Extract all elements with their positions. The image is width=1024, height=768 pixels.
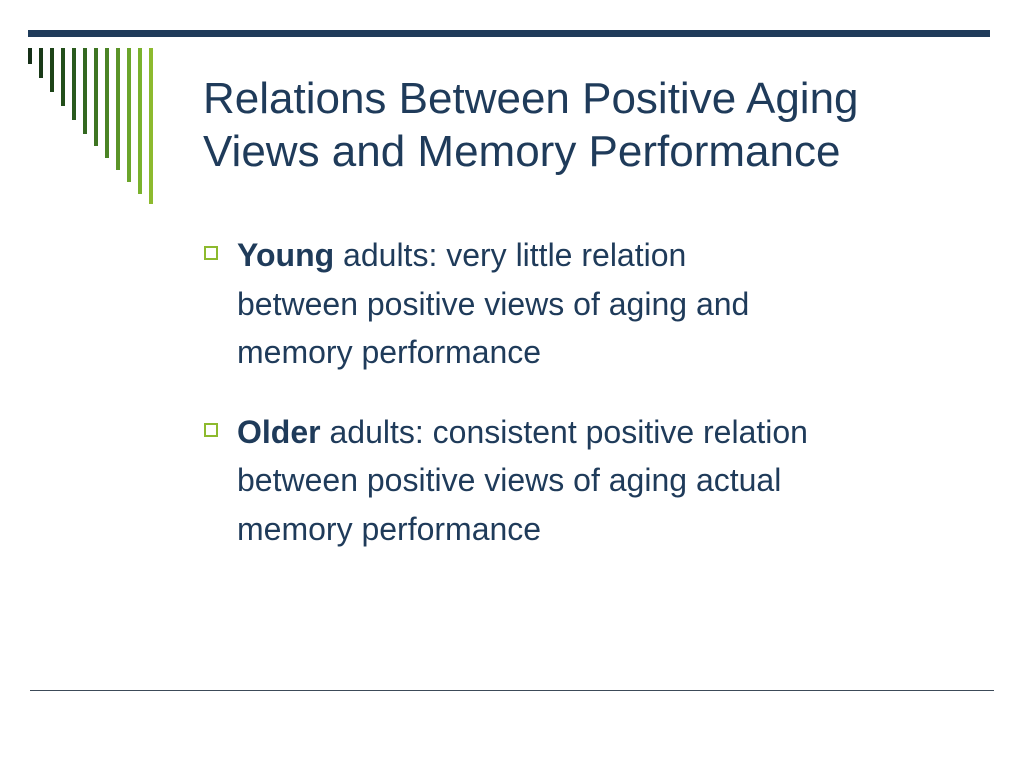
bullet-young-keyword: Young — [237, 237, 335, 273]
bullet-young-text: adults: very little relation — [334, 237, 687, 273]
bullet-young: Young adults: very little relation betwe… — [200, 231, 990, 377]
bullet-list: Young adults: very little relation betwe… — [200, 231, 990, 584]
bullet-older-line-1: Older adults: consistent positive relati… — [237, 408, 990, 457]
stripe-11 — [138, 48, 142, 194]
stripe-6 — [83, 48, 87, 134]
stripe-4 — [61, 48, 65, 106]
bullet-older-text: adults: consistent positive relation — [320, 413, 808, 450]
bottom-rule — [30, 690, 994, 691]
stripe-3 — [50, 48, 54, 92]
stripes-decoration — [28, 48, 168, 208]
stripe-5 — [72, 48, 76, 120]
stripe-1 — [28, 48, 32, 64]
bullet-older: Older adults: consistent positive relati… — [200, 408, 990, 554]
square-bullet-icon — [204, 422, 218, 437]
stripe-9 — [116, 48, 120, 170]
bullet-older-keyword: Older — [237, 413, 321, 450]
bullet-older-line-2: between positive views of aging actual — [237, 462, 782, 498]
stripe-8 — [105, 48, 109, 158]
bullet-young-line-1: Young adults: very little relation — [237, 231, 990, 280]
bullet-older-line-3: memory performance — [237, 510, 542, 547]
stripe-10 — [127, 48, 131, 182]
stripe-2 — [39, 48, 43, 78]
stripe-12 — [149, 48, 153, 204]
stripe-7 — [94, 48, 98, 146]
bullet-young-line-2: between positive views of aging and — [237, 285, 750, 322]
square-bullet-icon — [204, 246, 218, 260]
slide-title: Relations Between Positive Aging Views a… — [203, 72, 993, 178]
top-rule — [28, 30, 990, 37]
title-line-2: Views and Memory Performance — [203, 127, 841, 176]
title-line-1: Relations Between Positive Aging — [203, 74, 859, 123]
bullet-young-line-3: memory performance — [237, 334, 542, 370]
